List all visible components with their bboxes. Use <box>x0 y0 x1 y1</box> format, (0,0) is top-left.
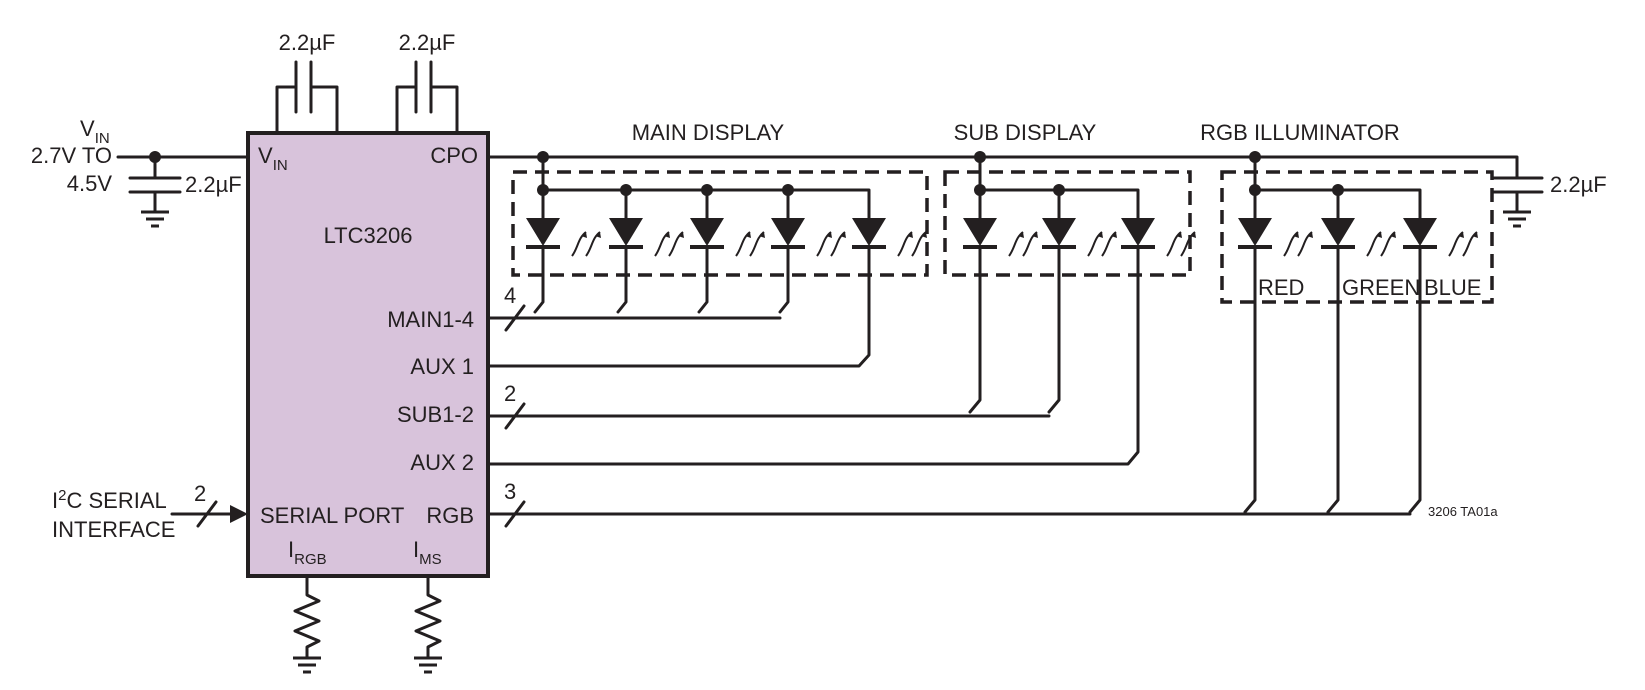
ims-ground-icon <box>412 656 444 674</box>
pin-cpo-label: CPO <box>430 143 478 168</box>
main-led-4-light-icon <box>816 231 847 257</box>
main-led-5-light-icon <box>897 231 928 257</box>
pin-ims-label: IMS <box>413 537 442 568</box>
rgb-illuminator-box <box>1220 170 1494 304</box>
sub-bus-count: 2 <box>504 381 516 406</box>
ims-resistor <box>414 574 442 660</box>
output-cap-label: 2.2µF <box>1550 172 1607 197</box>
ic-body <box>246 131 490 578</box>
rgb-bus-slash <box>504 500 526 528</box>
flying-cap-2-label: 2.2µF <box>399 30 456 55</box>
main-led-5 <box>850 216 888 249</box>
output-cap <box>1490 176 1544 214</box>
irgb-resistor <box>293 574 321 660</box>
serial-label-line1: I2C SERIAL <box>52 487 167 513</box>
serial-label-line2: INTERFACE <box>52 517 175 542</box>
sub-bus-slash <box>504 402 526 430</box>
figure-id: 3206 TA01a <box>1428 504 1498 519</box>
rgb-bus-count: 3 <box>504 479 516 504</box>
output-ground-icon <box>1501 210 1533 228</box>
pin-irgb-label: IRGB <box>288 537 327 568</box>
main-bus-slash <box>504 304 526 332</box>
sub-led-3 <box>1119 216 1157 249</box>
pin-aux2-label: AUX 2 <box>410 450 474 475</box>
sub-led-2 <box>1040 216 1078 249</box>
vin-range-line1: 2.7V TO <box>31 143 112 168</box>
blue-led <box>1401 216 1439 249</box>
flying-cap-1 <box>275 60 339 135</box>
red-led <box>1236 216 1274 249</box>
green-label: GREEN <box>1342 275 1420 300</box>
rgb-led-stubs <box>1253 188 1340 220</box>
irgb-ground-icon <box>291 656 323 674</box>
aux2-wire <box>486 245 1140 466</box>
serial-arrow-icon <box>230 505 248 523</box>
input-ground-icon <box>139 210 171 228</box>
green-led-light-icon <box>1366 231 1397 257</box>
main-led-1-light-icon <box>571 231 602 257</box>
sub-led-1 <box>961 216 999 249</box>
flying-cap-2 <box>395 60 459 135</box>
main-bus-wires <box>486 245 790 320</box>
pin-rgb-label: RGB <box>426 503 474 528</box>
main-display-box <box>511 170 929 277</box>
sub-display-label: SUB DISPLAY <box>954 120 1097 145</box>
blue-label: BLUE <box>1424 275 1481 300</box>
main-led-4 <box>769 216 807 249</box>
flying-cap-1-label: 2.2µF <box>279 30 336 55</box>
pin-aux1-label: AUX 1 <box>410 354 474 379</box>
sub-led-2-light-icon <box>1087 231 1118 257</box>
pin-sub-label: SUB1-2 <box>397 402 474 427</box>
main-led-3-light-icon <box>735 231 766 257</box>
main-led-stubs <box>541 188 790 220</box>
blue-led-light-icon <box>1448 231 1479 257</box>
pin-main-label: MAIN1-4 <box>387 307 474 332</box>
sub-bus-wires <box>486 245 1061 418</box>
serial-bus-count: 2 <box>194 481 206 506</box>
main-led-1 <box>524 216 562 249</box>
rgb-bus-wires <box>486 245 1422 516</box>
pin-serial-label: SERIAL PORT <box>260 503 404 528</box>
vin-range-line2: 4.5V <box>67 171 113 196</box>
input-cap-label: 2.2µF <box>185 172 242 197</box>
main-bus-count: 4 <box>504 283 516 308</box>
aux1-wire <box>486 245 871 368</box>
rgb-illuminator-label: RGB ILLUMINATOR <box>1200 120 1400 145</box>
main-led-3 <box>688 216 726 249</box>
serial-bus-slash <box>196 500 218 528</box>
red-led-light-icon <box>1283 231 1314 257</box>
cpo-rail <box>486 155 1519 180</box>
pin-vin-label: VIN <box>258 143 288 174</box>
ic-name: LTC3206 <box>324 223 413 248</box>
sub-led-1-light-icon <box>1008 231 1039 257</box>
vin-label: VIN <box>80 116 110 147</box>
main-display-label: MAIN DISPLAY <box>632 120 785 145</box>
red-label: RED <box>1258 275 1304 300</box>
main-led-2-light-icon <box>654 231 685 257</box>
green-led <box>1319 216 1357 249</box>
input-cap <box>128 155 182 214</box>
main-led-2 <box>607 216 645 249</box>
sub-led-stubs <box>978 188 1061 220</box>
sub-display-box <box>943 170 1192 277</box>
